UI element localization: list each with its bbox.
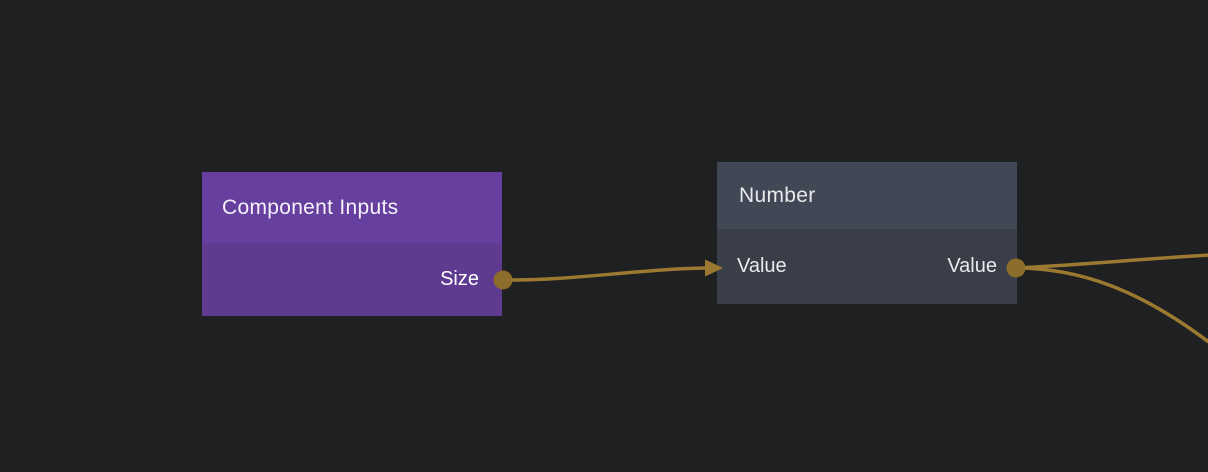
node-number[interactable]: Number Value Value [717,162,1017,304]
node-number-title: Number [739,183,816,207]
input-port-label-value: Value [737,255,787,277]
node-number-header[interactable]: Number [717,162,1017,229]
node-component-inputs-body: Size [202,243,502,316]
port-row-value: Value Value [717,255,1017,278]
node-number-body: Value Value [717,229,1017,304]
wire-value-offscreen-lower[interactable] [1015,266,1208,344]
node-component-inputs-header[interactable]: Component Inputs [202,172,502,243]
output-row-size: Size [202,268,502,291]
output-port-label-size: Size [440,268,479,290]
node-component-inputs-title: Component Inputs [222,195,399,219]
wire-value-offscreen-upper[interactable] [1015,253,1208,270]
output-port-label-value: Value [947,255,997,277]
wire-size-to-value[interactable] [502,266,707,282]
node-component-inputs[interactable]: Component Inputs Size [202,172,502,316]
